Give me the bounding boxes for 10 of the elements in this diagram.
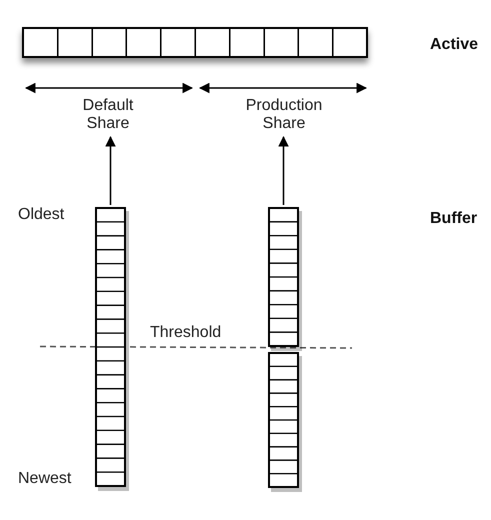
arrow	[278, 136, 289, 205]
row-title: Buffer	[430, 210, 478, 228]
slot-bar	[22, 27, 368, 58]
row-title: Active	[430, 36, 478, 54]
share-label: Default Share	[68, 97, 148, 133]
arrow	[105, 136, 116, 205]
share-label: Production Share	[228, 97, 340, 133]
end-label: Oldest	[18, 206, 64, 224]
end-label: Newest	[18, 470, 72, 488]
threshold-label: Threshold	[150, 324, 222, 342]
